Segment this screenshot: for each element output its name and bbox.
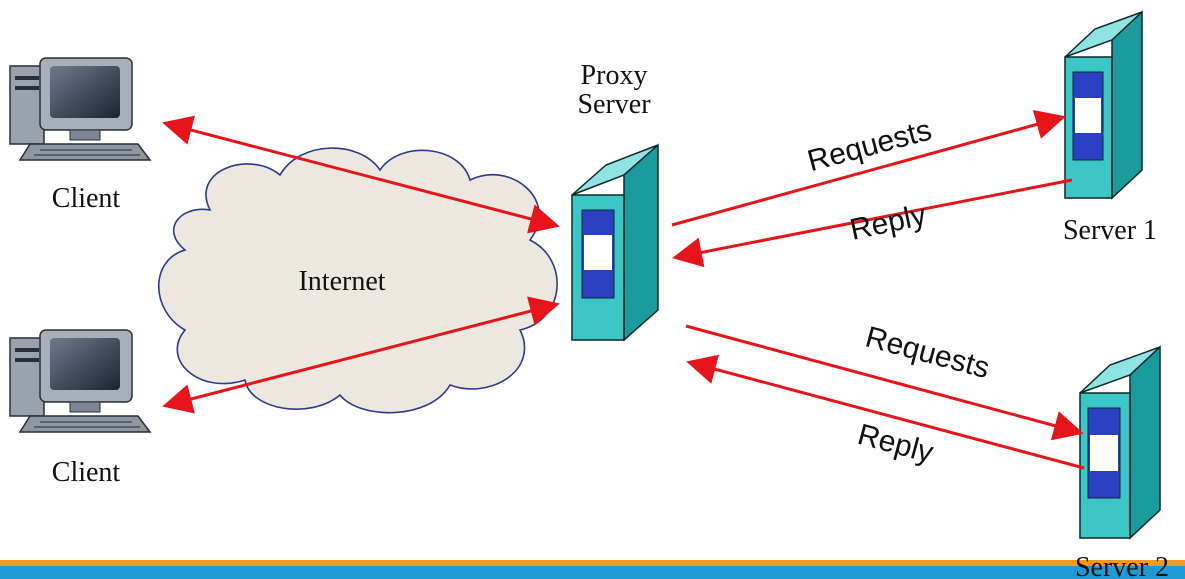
server-1-label: Server 1 <box>1063 215 1157 246</box>
reply-arrow-server2 <box>686 354 1085 470</box>
internet-label: Internet <box>298 266 385 297</box>
proxy-server-icon <box>571 143 659 342</box>
requests-label-1: Requests <box>804 113 935 178</box>
proxy-label-line2: Server <box>577 89 651 120</box>
client-top-label: Client <box>52 183 121 214</box>
client-top-icon <box>9 57 152 161</box>
request-arrow-server1 <box>671 109 1066 227</box>
server-1-icon <box>1064 10 1143 200</box>
arrows <box>162 109 1085 470</box>
reply-arrow-server1 <box>672 178 1073 268</box>
server-2-label: Server 2 <box>1075 552 1169 579</box>
request-arrow-server2 <box>685 324 1084 441</box>
proxy-label-line1: Proxy <box>581 60 648 91</box>
client-bottom-label: Client <box>52 457 121 488</box>
client-bottom-icon <box>9 329 152 433</box>
requests-label-2: Requests <box>862 320 993 385</box>
server-2-icon <box>1079 345 1161 540</box>
client-bottom-proxy-arrow <box>162 296 560 414</box>
client-top-proxy-arrow <box>162 115 560 234</box>
reply-label-1: Reply <box>847 199 929 247</box>
footer-band <box>0 560 1185 579</box>
